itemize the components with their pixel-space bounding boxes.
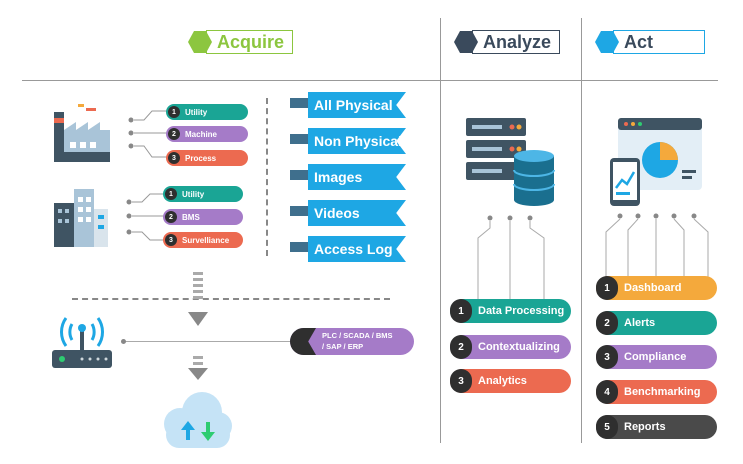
hexagon-icon: [595, 31, 619, 53]
building-pill-utility: 1 Utility: [163, 186, 243, 202]
pill-label: Utility: [182, 189, 205, 199]
step-label: Compliance: [624, 351, 687, 363]
building-icon: [54, 189, 108, 247]
act-title: Act: [613, 30, 705, 54]
step-number: 5: [596, 415, 618, 439]
step-number: 1: [450, 299, 472, 323]
connector-dot: [121, 339, 126, 344]
data-type-all-physical: All Physical: [308, 92, 406, 118]
ribbon-tab: [290, 98, 310, 108]
step-label: Dashboard: [624, 282, 682, 294]
horizontal-divider: [22, 80, 718, 81]
pill-label: Utility: [185, 107, 208, 117]
ribbon-tab: [290, 170, 310, 180]
acquire-header: Acquire: [188, 30, 294, 54]
pill-number: 2: [168, 128, 180, 140]
factory-icon: [54, 104, 110, 162]
data-type-non-physical: Non Physical: [308, 128, 406, 154]
step-number: 4: [596, 380, 618, 404]
cloud-icon: [164, 392, 232, 448]
factory-pill-utility: 1 Utility: [166, 104, 248, 120]
data-type-images: Images: [308, 164, 406, 190]
building-connectors: [126, 193, 168, 241]
analyze-connectors: [477, 215, 545, 300]
vertical-dashed-separator: [266, 98, 268, 256]
building-pill-survelliance: 3 Survelliance: [163, 232, 243, 248]
pill-label: Process: [185, 153, 217, 163]
analytics-dashboard-icon: [610, 118, 702, 206]
factory-pill-process: 3 Process: [166, 150, 248, 166]
analyze-step-data-processing: 1 Data Processing: [450, 299, 571, 323]
down-arrow-icon: [188, 356, 208, 380]
ribbon-tab: [290, 206, 310, 216]
act-connectors: [605, 213, 709, 288]
step-number: 2: [450, 335, 472, 359]
step-label: Contextualizing: [478, 341, 560, 353]
pill-number: 3: [165, 234, 177, 246]
horizontal-dashed-separator: [72, 298, 390, 300]
router-connector-line: [124, 341, 290, 342]
plc-pill-tab: [290, 328, 316, 355]
ribbon-tab: [290, 134, 310, 144]
pill-number: 1: [165, 188, 177, 200]
building-pill-bms: 2 BMS: [163, 209, 243, 225]
factory-connectors: [128, 110, 170, 158]
step-number: 3: [596, 345, 618, 369]
factory-pill-machine: 2 Machine: [166, 126, 248, 142]
down-arrow-icon: [188, 272, 208, 326]
act-step-benchmarking: 4 Benchmarking: [596, 380, 717, 404]
column-divider-2: [581, 18, 582, 443]
act-step-compliance: 3 Compliance: [596, 345, 717, 369]
analyze-step-contextualizing: 2 Contextualizing: [450, 335, 571, 359]
pill-number: 2: [165, 211, 177, 223]
pill-number: 3: [168, 152, 180, 164]
act-step-dashboard: 1 Dashboard: [596, 276, 717, 300]
step-number: 3: [450, 369, 472, 393]
analyze-title: Analyze: [472, 30, 561, 54]
hexagon-icon: [188, 31, 212, 53]
act-step-alerts: 2 Alerts: [596, 311, 717, 335]
plc-label: PLC / SCADA / BMS / SAP / ERP: [322, 331, 393, 351]
column-divider-1: [440, 18, 441, 443]
router-icon: [52, 317, 112, 368]
pill-label: BMS: [182, 212, 200, 222]
step-label: Data Processing: [478, 305, 565, 317]
data-type-videos: Videos: [308, 200, 406, 226]
hexagon-icon: [454, 31, 478, 53]
step-number: 2: [596, 311, 618, 335]
plc-pill: PLC / SCADA / BMS / SAP / ERP: [290, 328, 414, 355]
act-step-reports: 5 Reports: [596, 415, 717, 439]
step-label: Reports: [624, 421, 666, 433]
pill-label: Machine: [185, 129, 218, 139]
step-label: Analytics: [478, 375, 527, 387]
analyze-header: Analyze: [454, 30, 561, 54]
act-header: Act: [595, 30, 705, 54]
step-label: Benchmarking: [624, 386, 701, 398]
ribbon-tab: [290, 242, 310, 252]
acquire-title: Acquire: [206, 30, 294, 54]
server-database-icon: [466, 118, 555, 206]
data-type-access-log: Access Log: [308, 236, 406, 262]
analyze-step-analytics: 3 Analytics: [450, 369, 571, 393]
pill-number: 1: [168, 106, 180, 118]
step-number: 1: [596, 276, 618, 300]
step-label: Alerts: [624, 317, 656, 329]
pill-label: Survelliance: [182, 235, 230, 245]
